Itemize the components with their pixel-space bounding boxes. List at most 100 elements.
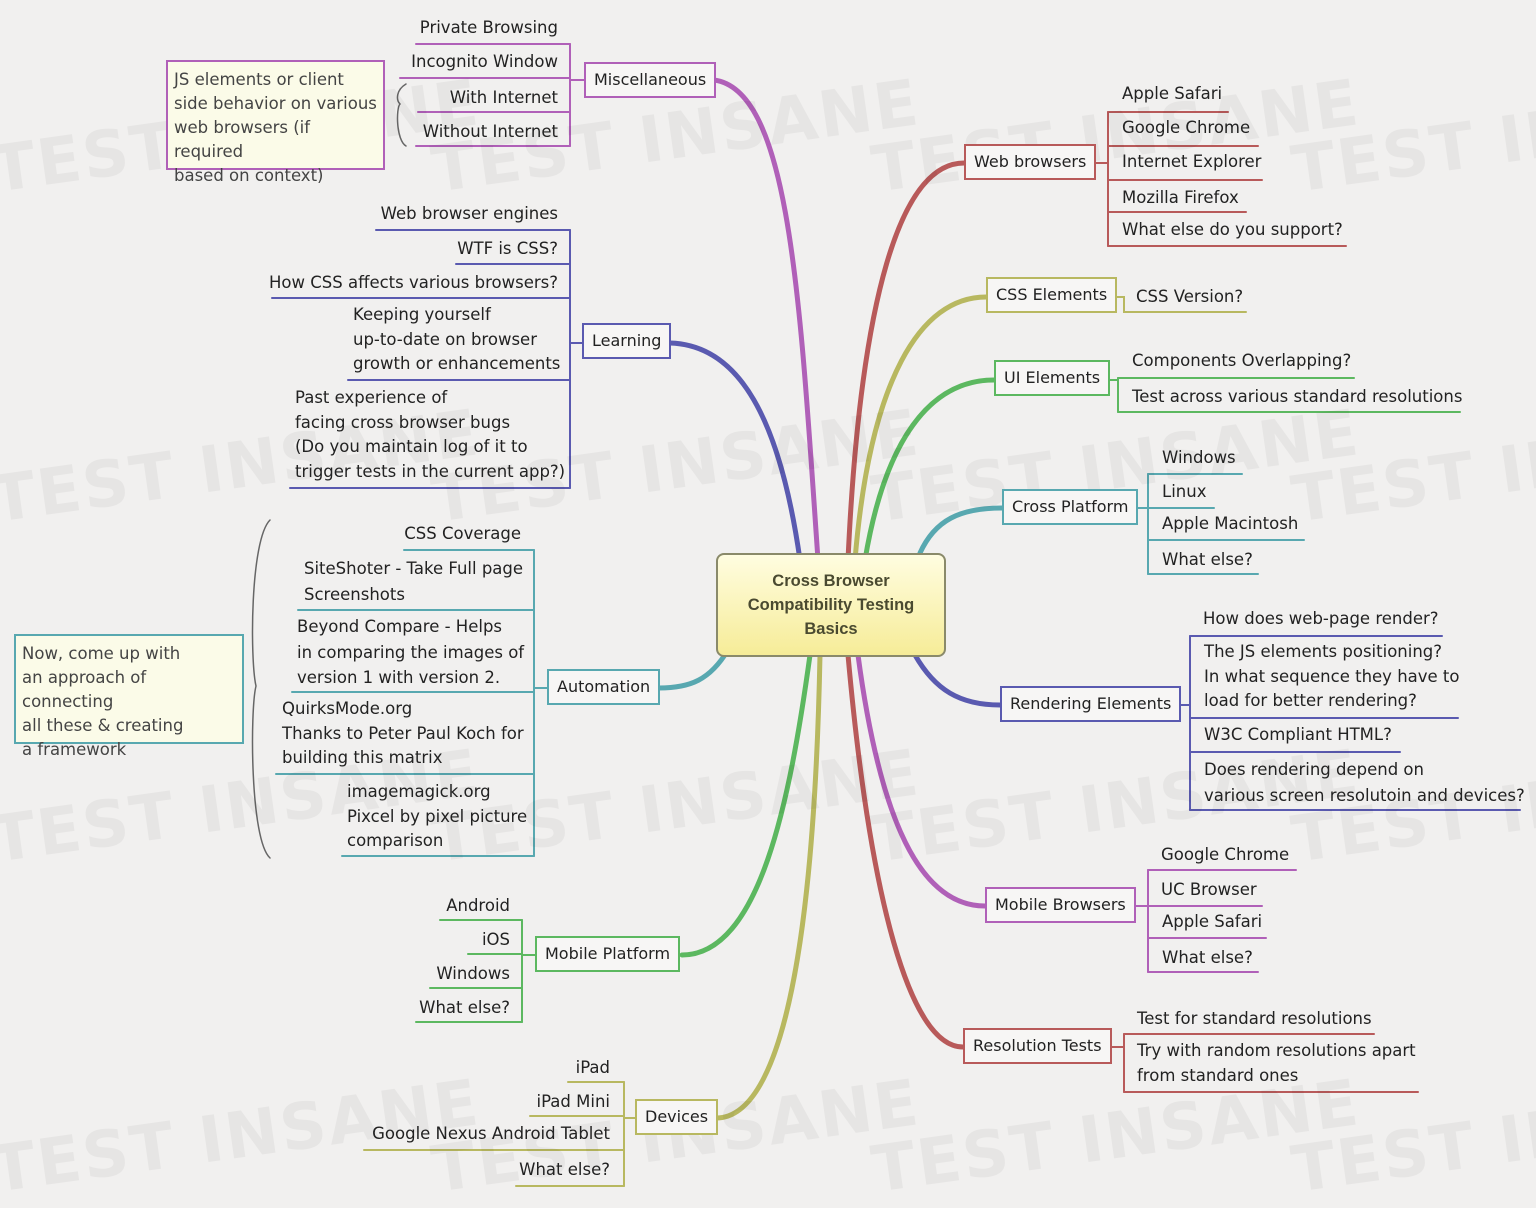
leaf-past-experience[interactable]: Past experience of facing cross browser … <box>295 386 565 484</box>
branch-miscellaneous[interactable]: Miscellaneous <box>584 62 717 98</box>
leaf-what-else[interactable]: What else? <box>1162 948 1253 967</box>
leaf-line: various screen resolutoin and devices? <box>1204 786 1525 805</box>
branch-connector-devices <box>713 652 823 1121</box>
leaf-css-coverage[interactable]: CSS Coverage <box>404 524 521 543</box>
leaf-imagemagick[interactable]: imagemagick.org Pixcel by pixel picture … <box>347 780 527 854</box>
leaf-underlines <box>251 43 1521 1187</box>
note-line: all these & creating <box>22 716 184 735</box>
leaf-line: in comparing the images of <box>297 642 525 662</box>
central-topic-line: Basics <box>804 620 858 638</box>
branch-devices[interactable]: Devices <box>635 1099 719 1135</box>
leaf-beyond-compare[interactable]: Beyond Compare - Helps in comparing the … <box>297 614 524 691</box>
leaf-line: trigger tests in the current app?) <box>295 461 566 481</box>
branch-connector-mobile_platform <box>679 652 813 958</box>
branch-connector-mobile_browsers <box>855 652 988 909</box>
branch-rendering-elements[interactable]: Rendering Elements <box>1000 686 1182 722</box>
leaf-line: Past experience of <box>295 388 448 407</box>
leaf-mozilla-firefox[interactable]: Mozilla Firefox <box>1122 188 1239 207</box>
leaf-line: Thanks to Peter Paul Koch for <box>282 723 524 743</box>
leaf-test-resolutions[interactable]: Test across various standard resolutions <box>1132 387 1463 406</box>
leaf-how-css-affects[interactable]: How CSS affects various browsers? <box>269 273 558 292</box>
leaf-line: Screenshots <box>304 585 405 604</box>
branch-learning[interactable]: Learning <box>582 323 672 359</box>
leaf-standard-resolutions[interactable]: Test for standard resolutions <box>1137 1009 1372 1028</box>
note-line: Now, come up with <box>22 644 181 663</box>
note-framework: Now, come up with an approach of connect… <box>14 634 244 759</box>
leaf-siteshoter[interactable]: SiteShoter - Take Full page Screenshots <box>304 556 523 608</box>
leaf-line: Beyond Compare - Helps <box>297 617 503 636</box>
leaf-private-browsing[interactable]: Private Browsing <box>419 18 558 37</box>
leaf-incognito-window[interactable]: Incognito Window <box>411 52 558 71</box>
note-line: an approach of connecting <box>22 668 147 711</box>
branch-connector-learning <box>667 340 803 563</box>
branch-mobile-platform[interactable]: Mobile Platform <box>535 936 681 972</box>
leaf-keeping-up-to-date[interactable]: Keeping yourself up-to-date on browser g… <box>353 303 560 377</box>
leaf-line: In what sequence they have to <box>1204 666 1460 686</box>
leaf-ios[interactable]: iOS <box>481 930 510 949</box>
leaf-ipad-mini[interactable]: iPad Mini <box>536 1092 611 1111</box>
leaf-windows[interactable]: Windows <box>1162 448 1236 467</box>
leaf-line: building this matrix <box>282 748 443 767</box>
leaf-google-nexus[interactable]: Google Nexus Android Tablet <box>372 1124 610 1143</box>
leaf-line: load for better rendering? <box>1204 691 1417 710</box>
note-bracket <box>251 519 271 859</box>
leaf-what-else-support[interactable]: What else do you support? <box>1122 220 1343 239</box>
leaf-line: growth or enhancements <box>353 354 561 373</box>
branch-css-elements[interactable]: CSS Elements <box>986 277 1118 313</box>
branch-connector-css_elements <box>852 294 989 563</box>
branch-mobile-browsers[interactable]: Mobile Browsers <box>985 887 1136 923</box>
leaf-w3c-compliant[interactable]: W3C Compliant HTML? <box>1204 725 1392 744</box>
leaf-windows[interactable]: Windows <box>436 964 510 983</box>
leaf-js-positioning[interactable]: The JS elements positioning? In what seq… <box>1204 640 1459 714</box>
note-line: web browsers (if required <box>174 118 311 161</box>
note-line: JS elements or client <box>174 70 344 89</box>
central-topic[interactable]: Cross Browser Compatibility Testing Basi… <box>716 553 946 657</box>
leaf-google-chrome[interactable]: Google Chrome <box>1122 118 1251 137</box>
branch-cross-platform[interactable]: Cross Platform <box>1002 489 1139 525</box>
leaf-line: version 1 with version 2. <box>297 668 501 687</box>
leaf-linux[interactable]: Linux <box>1162 482 1207 501</box>
leaf-apple-macintosh[interactable]: Apple Macintosh <box>1162 514 1299 533</box>
leaf-what-else[interactable]: What else? <box>419 998 510 1017</box>
branch-automation[interactable]: Automation <box>547 669 661 705</box>
leaf-line: SiteShoter - Take Full page <box>304 559 524 578</box>
leaf-android[interactable]: Android <box>446 896 510 915</box>
branch-ui-elements[interactable]: UI Elements <box>994 360 1111 396</box>
leaf-quirksmode[interactable]: QuirksMode.org Thanks to Peter Paul Koch… <box>282 697 524 771</box>
leaf-random-resolutions[interactable]: Try with random resolutions apart from s… <box>1137 1039 1416 1088</box>
leaf-line: QuirksMode.org <box>282 699 413 718</box>
leaf-line: Pixcel by pixel picture <box>347 806 528 826</box>
note-js-elements: JS elements or client side behavior on v… <box>166 60 385 185</box>
branch-connector-miscellaneous <box>711 77 821 563</box>
leaf-css-version[interactable]: CSS Version? <box>1136 287 1244 306</box>
leaf-apple-safari[interactable]: Apple Safari <box>1122 84 1223 103</box>
leaf-does-rendering-depend[interactable]: Does rendering depend on various screen … <box>1204 757 1525 809</box>
leaf-line: (Do you maintain log of it to <box>295 437 528 456</box>
note-bracket <box>396 83 407 147</box>
leaf-web-browser-engines[interactable]: Web browser engines <box>380 204 558 223</box>
leaf-internet-explorer[interactable]: Internet Explorer <box>1122 152 1262 171</box>
leaf-what-else[interactable]: What else? <box>1162 550 1253 569</box>
leaf-google-chrome[interactable]: Google Chrome <box>1161 845 1290 864</box>
branch-connectors <box>656 77 1005 1121</box>
leaf-wtf-is-css[interactable]: WTF is CSS? <box>457 239 558 258</box>
leaf-what-else[interactable]: What else? <box>519 1160 610 1179</box>
leaf-line: comparison <box>347 831 444 850</box>
leaf-with-internet[interactable]: With Internet <box>449 88 558 107</box>
leaf-uc-browser[interactable]: UC Browser <box>1161 880 1257 899</box>
branch-connector-web_browsers <box>845 160 967 563</box>
leaf-without-internet[interactable]: Without Internet <box>422 122 558 141</box>
leaf-line: up-to-date on browser <box>353 329 537 349</box>
branch-resolution-tests[interactable]: Resolution Tests <box>963 1028 1112 1064</box>
leaf-line: from standard ones <box>1137 1065 1299 1085</box>
leaf-line: Keeping yourself <box>353 305 491 324</box>
branch-web-browsers[interactable]: Web browsers <box>964 144 1097 180</box>
leaf-apple-safari[interactable]: Apple Safari <box>1162 912 1263 931</box>
leaf-how-does-render[interactable]: How does web-page render? <box>1203 609 1439 628</box>
leaf-components-overlapping[interactable]: Components Overlapping? <box>1132 351 1352 370</box>
leaf-ipad[interactable]: iPad <box>575 1058 610 1077</box>
leaf-line: The JS elements positioning? <box>1204 642 1443 661</box>
branch-connector-cross_platform <box>917 505 1005 556</box>
central-topic-line: Compatibility Testing <box>747 596 915 614</box>
